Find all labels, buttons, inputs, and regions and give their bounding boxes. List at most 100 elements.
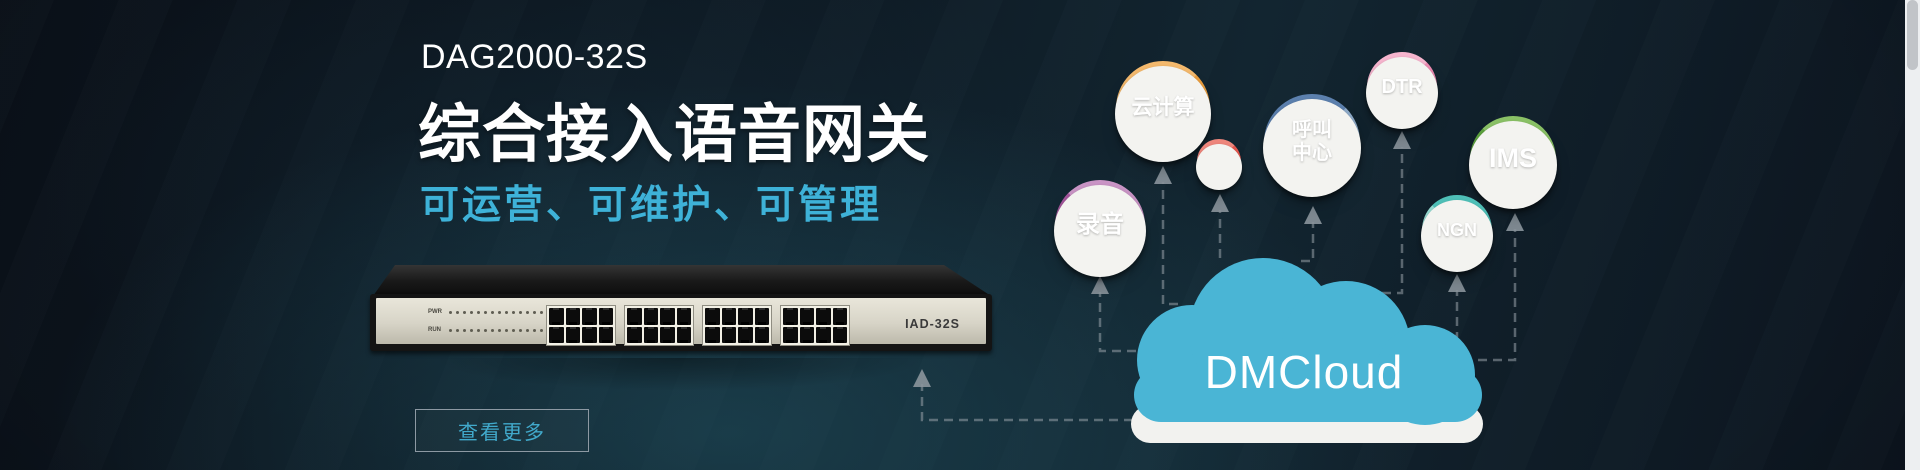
rj45-port-group [624, 305, 694, 346]
led-indicator [498, 328, 501, 332]
rj45-port-group [702, 305, 772, 346]
arrow-up-icon [1393, 131, 1411, 149]
rj45-port [721, 308, 736, 325]
node-dot [1197, 139, 1241, 183]
arrow-up-icon [1304, 206, 1322, 224]
device-top-face [373, 265, 991, 296]
led-indicator [484, 328, 487, 332]
rj45-port [660, 326, 675, 343]
rj45-port [754, 308, 769, 325]
rj45-port [738, 326, 753, 343]
led-indicator [477, 310, 480, 314]
led-indicator [463, 310, 466, 314]
led-indicator [533, 328, 536, 332]
rj45-port [799, 326, 814, 343]
led-row: RUN [428, 327, 557, 333]
led-indicator [512, 328, 515, 332]
product-model: DAG2000-32S [421, 38, 648, 76]
led-indicator [512, 310, 515, 314]
view-more-button[interactable]: 查看更多 [415, 409, 589, 452]
rj45-port [598, 308, 613, 325]
rj45-port [565, 308, 580, 325]
rj45-port [705, 326, 720, 343]
rj45-port [832, 308, 847, 325]
rj45-port [705, 308, 720, 325]
led-indicator [484, 310, 487, 314]
node-label: 呼叫中心 [1292, 119, 1332, 164]
page-subtitle: 可运营、可维护、可管理 [420, 184, 883, 227]
device-model-label: IAD-32S [905, 317, 960, 331]
scrollbar-thumb[interactable] [1907, 0, 1918, 70]
device-shadow [380, 358, 980, 402]
scrollbar-track[interactable] [1905, 0, 1920, 470]
node-label: IMS [1488, 143, 1537, 174]
led-indicator [477, 328, 480, 332]
led-row: PWR [428, 309, 557, 315]
node-label: DTR [1381, 75, 1423, 98]
led-row-label: PWR [428, 309, 442, 315]
node-recording: 录音 [1055, 180, 1145, 270]
rj45-port [721, 326, 736, 343]
node-label: 录音 [1076, 211, 1124, 239]
rj45-port [549, 326, 564, 343]
rj45-port [816, 326, 831, 343]
rj45-port-group [546, 305, 616, 346]
rj45-port [783, 308, 798, 325]
led-row-label: RUN [428, 327, 441, 333]
led-indicator [498, 310, 501, 314]
cloud-label: DMCloud [1205, 346, 1404, 398]
led-indicator [505, 328, 508, 332]
led-indicator [449, 328, 452, 332]
rj45-port [783, 326, 798, 343]
led-indicator [491, 310, 494, 314]
led-indicator [456, 328, 459, 332]
rj45-port [582, 308, 597, 325]
led-indicator [533, 310, 536, 314]
led-indicator [519, 328, 522, 332]
rj45-port [565, 326, 580, 343]
node-ngn: NGN [1422, 195, 1492, 265]
rj45-port [738, 308, 753, 325]
arrow-up-icon [1154, 166, 1172, 184]
arrow-up-icon [1211, 194, 1229, 212]
node-label: NGN [1437, 219, 1477, 240]
led-indicator [456, 310, 459, 314]
led-indicator [540, 328, 543, 332]
led-indicator [449, 310, 452, 314]
device-faceplate: PWR RUN IAD-32S [376, 298, 986, 346]
rj45-port [832, 326, 847, 343]
node-label: 云计算 [1131, 95, 1195, 119]
rj45-port [799, 308, 814, 325]
led-indicator [505, 310, 508, 314]
led-indicators [449, 310, 557, 314]
node-ims: IMS [1470, 116, 1556, 202]
led-indicator [526, 310, 529, 314]
rj45-port [598, 326, 613, 343]
rj45-port [549, 308, 564, 325]
node-call-center: 呼叫中心 [1264, 94, 1360, 190]
rj45-port [676, 326, 691, 343]
arrow-up-icon [1506, 213, 1524, 231]
led-indicator [470, 328, 473, 332]
rj45-port-group [780, 305, 850, 346]
rj45-port [660, 308, 675, 325]
node-cloud-computing: 云计算 [1116, 61, 1210, 155]
led-indicator [526, 328, 529, 332]
rj45-port [582, 326, 597, 343]
arrow-up-icon [1091, 276, 1109, 294]
led-indicator [463, 328, 466, 332]
rj45-port [816, 308, 831, 325]
led-indicators [449, 328, 557, 332]
dmcloud-cloud: DMCloud [1131, 258, 1483, 443]
cloud-shape [1134, 258, 1482, 425]
rj45-port [627, 326, 642, 343]
node-dtr: DTR [1367, 52, 1437, 122]
rj45-port [627, 308, 642, 325]
device-front-panel: PWR RUN IAD-32S [370, 294, 992, 351]
page-title: 综合接入语音网关 [418, 100, 930, 170]
led-indicator [519, 310, 522, 314]
rj45-port [643, 308, 658, 325]
rj45-port [643, 326, 658, 343]
rj45-port [676, 308, 691, 325]
